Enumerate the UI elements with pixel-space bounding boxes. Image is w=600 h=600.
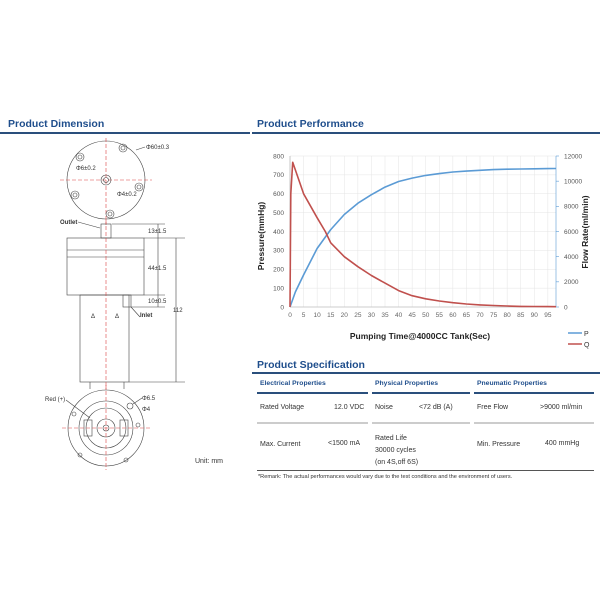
row-divider (257, 422, 368, 424)
y2-tick-label: 8000 (564, 204, 579, 211)
y2-tick-label: 6000 (564, 229, 579, 236)
y2-tick-label: 0 (564, 304, 568, 311)
red-wire-label: Red (+) (45, 397, 65, 403)
electrical-rule (257, 392, 368, 394)
legend: P Q (568, 331, 590, 349)
free-flow-label: Free Flow (477, 404, 509, 411)
y-tick-label: 400 (273, 229, 284, 236)
x-tick-label: 20 (341, 312, 349, 319)
dimension-drawing: Φ60±0.3 Φ6±0.2 Φ4±0.2 Outlet Δ Δ Inlet 13… (45, 138, 185, 470)
svg-text:Δ: Δ (115, 314, 119, 320)
row-divider (372, 422, 470, 424)
electrical-heading: Electrical Properties (260, 380, 326, 387)
x-tick-label: 85 (517, 312, 525, 319)
y-tick-label: 0 (280, 304, 284, 311)
dim-112: 112 (173, 308, 183, 314)
x-tick-label: 15 (327, 312, 335, 319)
x-tick-label: 55 (436, 312, 444, 319)
y-tick-label: 500 (273, 210, 284, 217)
x-tick-label: 0 (288, 312, 292, 319)
x-tick-label: 30 (368, 312, 376, 319)
x-tick-label: 40 (395, 312, 403, 319)
y-tick-label: 600 (273, 191, 284, 198)
inlet-label: Inlet (140, 313, 152, 319)
x-tick-label: 80 (504, 312, 512, 319)
x-tick-label: 90 (531, 312, 539, 319)
x-tick-label: 10 (314, 312, 322, 319)
rated-life-label: Rated Life (375, 435, 407, 442)
performance-chart: 0 5 10 15 20 25 30 35 40 45 50 55 60 65 70 75 80 85 90 95 0 1… (256, 153, 590, 349)
x-tick-label: 5 (302, 312, 306, 319)
outlet-label: Outlet (60, 220, 77, 226)
dim-d60: Φ60±0.3 (146, 145, 170, 151)
y-tick-label: 300 (273, 248, 284, 255)
dim-d4: Φ4±0.2 (117, 192, 137, 198)
series-q-line (289, 161, 557, 308)
rated-life-cycle: (on 4S,off 6S) (375, 459, 419, 466)
x-tick-label: 95 (544, 312, 552, 319)
dim-d4-bottom: Φ4 (142, 407, 151, 413)
x-tick-label: 45 (409, 312, 417, 319)
dim-d6-5: Φ6.5 (142, 396, 156, 402)
dim-d6: Φ6±0.2 (76, 166, 96, 172)
side-view: Outlet Δ Δ Inlet 13±1.5 44±1.5 10±0.5 112 (60, 220, 185, 390)
legend-p-label: P (584, 331, 589, 338)
free-flow-value: >9000 ml/min (540, 404, 583, 411)
x-tick-label: 70 (476, 312, 484, 319)
table-bottom-rule (257, 470, 594, 471)
max-current-label: Max. Current (260, 441, 301, 448)
y2-tick-label: 4000 (564, 254, 579, 261)
dimension-title: Product Dimension (8, 118, 105, 130)
x-tick-label: 75 (490, 312, 498, 319)
row-divider (474, 422, 594, 424)
bottom-view: Red (+) Φ6.5 Φ4 (45, 385, 156, 470)
top-view: Φ60±0.3 Φ6±0.2 Φ4±0.2 (60, 138, 170, 225)
unit-label: Unit: mm (195, 458, 223, 465)
x-tick-label: 65 (463, 312, 471, 319)
series-p-line (289, 167, 557, 308)
specification-title: Product Specification (257, 359, 365, 371)
noise-value: <72 dB (A) (419, 404, 453, 411)
legend-q-label: Q (584, 342, 590, 349)
dimension-rule (0, 132, 250, 134)
svg-text:Δ: Δ (91, 314, 95, 320)
y2-tick-label: 10000 (564, 178, 582, 185)
min-pressure-label: Min. Pressure (477, 441, 521, 448)
y-tick-label: 200 (273, 267, 284, 274)
max-current-value: <1500 mA (328, 440, 361, 447)
x-tick-label: 50 (422, 312, 430, 319)
y2-tick-label: 2000 (564, 279, 579, 286)
physical-rule (372, 392, 470, 394)
y2-axis-label: Flow Rate(ml/min) (580, 195, 590, 268)
rated-voltage-value: 12.0 VDC (334, 404, 365, 411)
remark: *Remark: The actual performances would v… (258, 474, 513, 480)
y2-tick-label: 12000 (564, 153, 582, 160)
y-tick-label: 100 (273, 285, 284, 292)
x-tick-label: 25 (354, 312, 362, 319)
x-tick-label: 60 (449, 312, 457, 319)
x-tick-label: 35 (381, 312, 389, 319)
rated-voltage-label: Rated Voltage (260, 404, 304, 411)
dim-13: 13±1.5 (148, 229, 167, 235)
dim-10: 10±0.5 (148, 299, 167, 305)
pneumatic-rule (474, 392, 594, 394)
pneumatic-heading: Pneumatic Properties (477, 380, 547, 387)
performance-rule (252, 132, 600, 134)
physical-heading: Physical Properties (375, 380, 439, 387)
rated-life-value: 30000 cycles (375, 447, 416, 454)
dim-44: 44±1.5 (148, 266, 167, 272)
specification-rule (252, 372, 600, 374)
noise-label: Noise (375, 404, 393, 411)
x-axis-label: Pumping Time@4000CC Tank(Sec) (350, 331, 490, 341)
y-tick-label: 700 (273, 172, 284, 179)
performance-title: Product Performance (257, 118, 364, 130)
y-tick-label: 800 (273, 153, 284, 160)
min-pressure-value: 400 mmHg (545, 440, 580, 447)
y-axis-label: Pressure(mmHg) (256, 202, 266, 271)
